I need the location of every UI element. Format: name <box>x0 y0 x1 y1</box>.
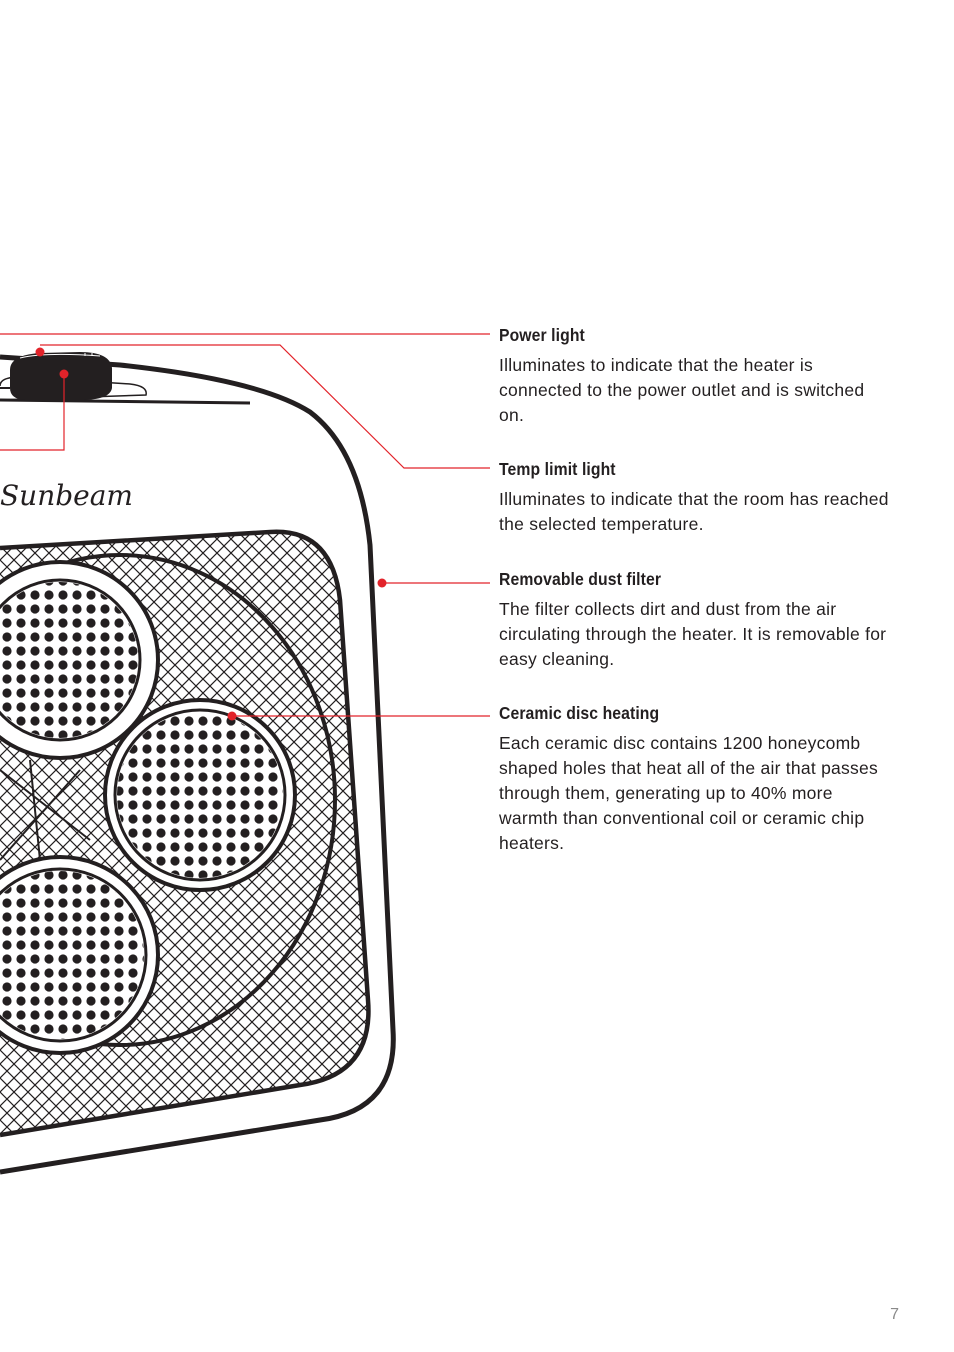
feature-title: Removable dust filter <box>499 569 662 589</box>
feature-title: Temp limit light <box>499 459 616 479</box>
callout-dots <box>35 347 387 721</box>
callout-dot-temp-limit <box>35 347 45 357</box>
feature-title: Ceramic disc heating <box>499 703 660 723</box>
feature-description: Illuminates to indicate that the heater … <box>499 355 865 425</box>
callout-dot-knob <box>59 369 69 379</box>
grille-outline <box>0 529 371 1138</box>
feature-title: Power light <box>499 325 585 345</box>
ceramic-disc-right <box>103 698 297 892</box>
top-panel <box>0 398 251 405</box>
feature-description: Each ceramic disc contains 1200 honeycom… <box>499 733 879 853</box>
control-knob-icon <box>0 352 112 400</box>
ceramic-disc-bottom-left <box>0 855 160 1055</box>
callout-line-temp-limit <box>40 344 490 469</box>
page-number: 7 <box>890 1306 899 1323</box>
feature-power-light: Power light Illuminates to indicate that… <box>499 324 899 428</box>
feature-temp-limit-light: Temp limit light Illuminates to indicate… <box>499 458 899 537</box>
heater-body-outline <box>0 354 396 1175</box>
callout-lines <box>0 333 490 717</box>
feature-ceramic-disc-heating: Ceramic disc heating Each ceramic disc c… <box>499 702 899 856</box>
control-recess <box>0 376 147 401</box>
ceramic-disc-top-left <box>0 560 160 760</box>
callout-dot-ceramic <box>227 711 237 721</box>
feature-description: Illuminates to indicate that the room ha… <box>499 489 889 534</box>
callout-dot-dust-filter <box>377 578 387 588</box>
feature-removable-dust-filter: Removable dust filter The filter collect… <box>499 568 899 672</box>
callout-line-knob <box>0 374 65 451</box>
feature-description: The filter collects dirt and dust from t… <box>499 599 887 669</box>
sunbeam-logo: Sunbeam <box>0 479 133 512</box>
